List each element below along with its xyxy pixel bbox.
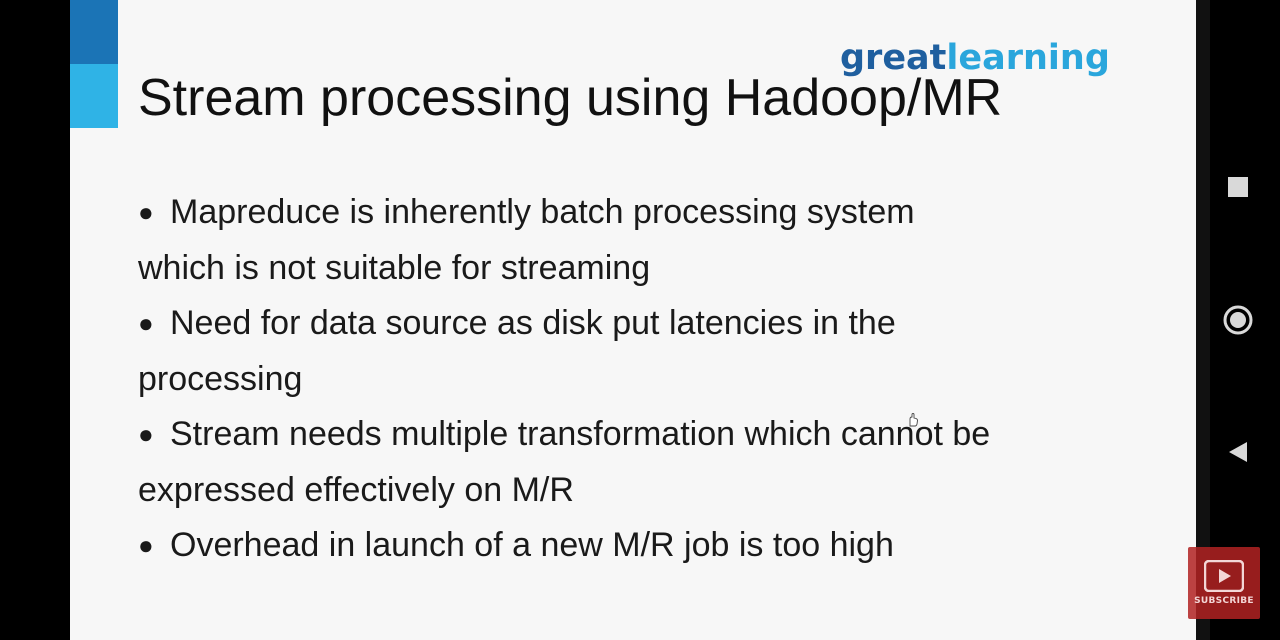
mouse-cursor-icon	[907, 413, 919, 430]
nav-divider	[1196, 0, 1210, 640]
play-icon	[1204, 560, 1244, 592]
bullet-item-2: ● Need for data source as disk put latenc…	[138, 296, 1158, 407]
bullet-text-line1: Mapreduce is inherently batch processing…	[170, 193, 915, 231]
accent-block-dark	[70, 0, 118, 64]
bullet-item-4: ● Overhead in launch of a new M/R job is …	[138, 518, 1158, 574]
bullet-item-1: ● Mapreduce is inherently batch processin…	[138, 185, 1158, 296]
bullet-text-line1: Stream needs multiple transformation whi…	[170, 415, 991, 453]
bullet-list: ● Mapreduce is inherently batch processin…	[138, 185, 1158, 574]
bullet-text-line1: Overhead in launch of a new M/R job is t…	[170, 526, 894, 564]
accent-block-light	[70, 64, 118, 128]
subscribe-label: SUBSCRIBE	[1194, 596, 1254, 606]
presentation-slide: greatlearning Stream processing using Ha…	[70, 0, 1196, 640]
circle-icon	[1223, 305, 1253, 335]
bullet-dot: ●	[138, 197, 154, 227]
subscribe-button[interactable]: SUBSCRIBE	[1188, 547, 1260, 619]
bullet-text-line2: expressed effectively on M/R	[138, 470, 574, 509]
slide-title: Stream processing using Hadoop/MR	[138, 69, 1003, 127]
square-icon	[1228, 177, 1248, 197]
bullet-dot: ●	[138, 419, 154, 449]
left-letterbox	[0, 0, 70, 640]
bullet-dot: ●	[138, 530, 154, 560]
bullet-dot: ●	[138, 308, 154, 338]
bullet-text-line2: which is not suitable for streaming	[138, 248, 651, 287]
recents-button[interactable]	[1218, 167, 1258, 207]
back-button[interactable]	[1218, 432, 1258, 472]
brand-logo: greatlearning	[840, 38, 1110, 78]
triangle-back-icon	[1229, 442, 1247, 462]
home-button[interactable]	[1218, 300, 1258, 340]
brand-logo-part2: learning	[946, 38, 1110, 78]
bullet-text-line2: processing	[138, 359, 303, 398]
brand-logo-part1: great	[840, 38, 947, 78]
bullet-item-3: ● Stream needs multiple transformation wh…	[138, 407, 1158, 518]
bullet-text-line1: Need for data source as disk put latenci…	[170, 304, 896, 342]
